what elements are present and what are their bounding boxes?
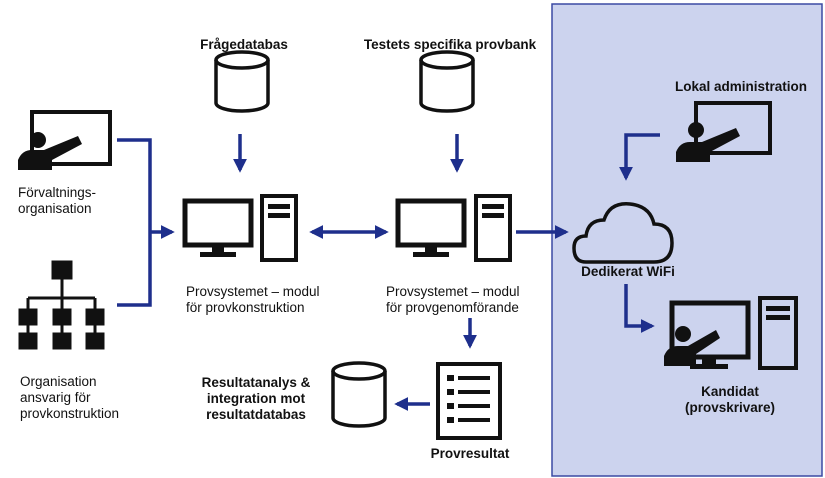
prov-genomforande-computer-icon <box>395 194 512 262</box>
org-chart-icon <box>18 260 105 350</box>
fragedatabas-label: Frågedatabas <box>200 37 288 52</box>
organisation-label: Organisation ansvarig för provkonstrukti… <box>20 374 120 421</box>
test-site-panel <box>551 3 823 477</box>
kandidat-label: Kandidat (provskrivare) <box>684 384 776 415</box>
cloud-icon <box>572 202 674 264</box>
prov-genomforande-label: Provsystemet – modul för provgenomförand… <box>386 284 520 315</box>
kandidat-workstation-icon <box>664 296 798 370</box>
resultatanalys-label: Resultatanalys & integration mot resulta… <box>201 375 311 422</box>
forvaltning-presenter-icon <box>18 110 112 170</box>
prov-konstruktion-label: Provsystemet – modul för provkonstruktio… <box>186 284 320 315</box>
admin-to-wifi-arrow <box>619 133 660 181</box>
dedikerat-wifi-label: Dedikerat WiFi <box>581 264 675 279</box>
provresultat-label: Provresultat <box>430 446 510 461</box>
results-list-icon <box>436 362 502 440</box>
lokal-admin-label: Lokal administration <box>675 79 808 94</box>
lokal-admin-presenter-icon <box>676 101 772 162</box>
fragedatabas-database-icon <box>214 50 270 113</box>
forvaltning-label: Förvaltnings- organisation <box>18 185 97 216</box>
provbank-label: Testets specifika provbank <box>363 37 537 52</box>
resultatdatabas-database-icon <box>331 361 387 428</box>
organisation-connector <box>117 232 152 307</box>
wifi-to-kandidat-arrow <box>624 284 655 333</box>
provbank-database-icon <box>419 50 475 113</box>
prov-konstruktion-computer-icon <box>182 194 298 262</box>
forvaltning-connector <box>117 138 152 232</box>
